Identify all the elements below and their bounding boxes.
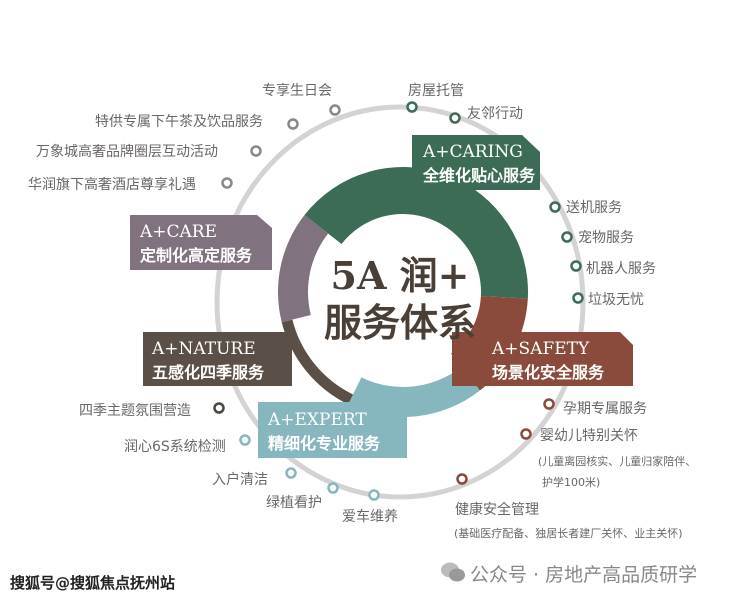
item-label: 婴幼儿特别关怀: [540, 428, 638, 444]
item-label: 万象城高奢品牌圈层互动活动: [36, 144, 218, 160]
outer-ring: [214, 104, 586, 500]
nature-arc: [281, 319, 354, 405]
caring-label: A+CARING 全维化贴心服务: [423, 140, 535, 188]
safety-subtitle: 场景化安全服务: [492, 363, 605, 382]
caring-subtitle: 全维化贴心服务: [423, 166, 536, 185]
item-label: 华润旗下高奢酒店尊享礼遇: [28, 177, 196, 193]
ring-dot: [285, 467, 297, 479]
expert-title: A+EXPERT: [268, 410, 367, 430]
center-title-line1: 5A 润+: [330, 253, 470, 298]
care-title: A+CARE: [140, 222, 218, 242]
item-label: 送机服务: [566, 200, 622, 216]
ring-dot: [520, 428, 532, 440]
expert-label: A+EXPERT 精细化专业服务: [268, 408, 380, 456]
ring-dot: [368, 489, 380, 501]
watermark-right: 公众号 · 房地产高品质研学: [470, 564, 698, 586]
item-label: 友邻行动: [467, 106, 523, 122]
ring-dot: [449, 112, 461, 124]
item-label: 爱车维养: [342, 509, 398, 525]
nature-box: [143, 332, 292, 386]
ring-dot: [213, 402, 225, 414]
caring-arc: [304, 167, 528, 299]
care-subtitle: 定制化高定服务: [140, 246, 253, 265]
item-label: 垃圾无忧: [588, 292, 644, 308]
item-label: 机器人服务: [586, 261, 656, 277]
item-label: 四季主题氛围营造: [79, 403, 191, 419]
expert-box: [258, 402, 407, 458]
ring-dot: [456, 473, 468, 485]
nature-subtitle: 五感化四季服务: [152, 363, 265, 382]
safety-box: [452, 332, 633, 386]
ring-dot: [327, 482, 339, 494]
item-label: 孕期专属服务: [563, 401, 647, 417]
ring-dot: [561, 231, 573, 243]
item-label: 健康安全管理: [455, 502, 539, 518]
ring-dot: [572, 292, 584, 304]
item-label: 宠物服务: [578, 230, 634, 246]
ring-dot: [549, 201, 561, 213]
nature-label: A+NATURE 五感化四季服务: [152, 337, 264, 385]
item-label: 入户清洁: [212, 472, 268, 488]
ring-dot: [239, 434, 251, 446]
nature-title: A+NATURE: [152, 339, 256, 359]
item-note: (基础医疗配备、独居长者建厂关怀、业主关怀): [454, 527, 683, 540]
ring-dot: [250, 145, 262, 157]
safety-label: A+SAFETY 场景化安全服务: [492, 337, 604, 385]
ring-dot: [543, 398, 555, 410]
ring-dot: [406, 101, 418, 113]
item-note: 护学100米): [542, 476, 601, 489]
item-label: 房屋托管: [408, 83, 464, 99]
ring-dot: [329, 104, 341, 116]
item-note: (儿童离园核实、儿童归家陪伴、: [538, 455, 697, 468]
item-label: 特供专属下午茶及饮品服务: [95, 114, 263, 130]
ring-dot: [221, 177, 233, 189]
item-label: 绿植看护: [266, 495, 322, 511]
caring-box: [412, 135, 540, 190]
ring-dot: [570, 260, 582, 272]
watermark-left: 搜狐号@搜狐焦点抚州站: [10, 574, 176, 592]
item-label: 润心6S系统检测: [124, 439, 226, 455]
safety-title: A+SAFETY: [492, 339, 590, 359]
caring-title: A+CARING: [423, 142, 523, 162]
care-arc: [278, 215, 329, 323]
item-label: 专享生日会: [262, 83, 332, 99]
care-box: [130, 215, 272, 270]
care-label: A+CARE 定制化高定服务: [140, 220, 252, 268]
center-title-line2: 服务体系: [323, 300, 476, 345]
ring-dot: [287, 118, 299, 130]
wechat-icon: [441, 562, 465, 582]
expert-subtitle: 精细化专业服务: [268, 434, 381, 453]
